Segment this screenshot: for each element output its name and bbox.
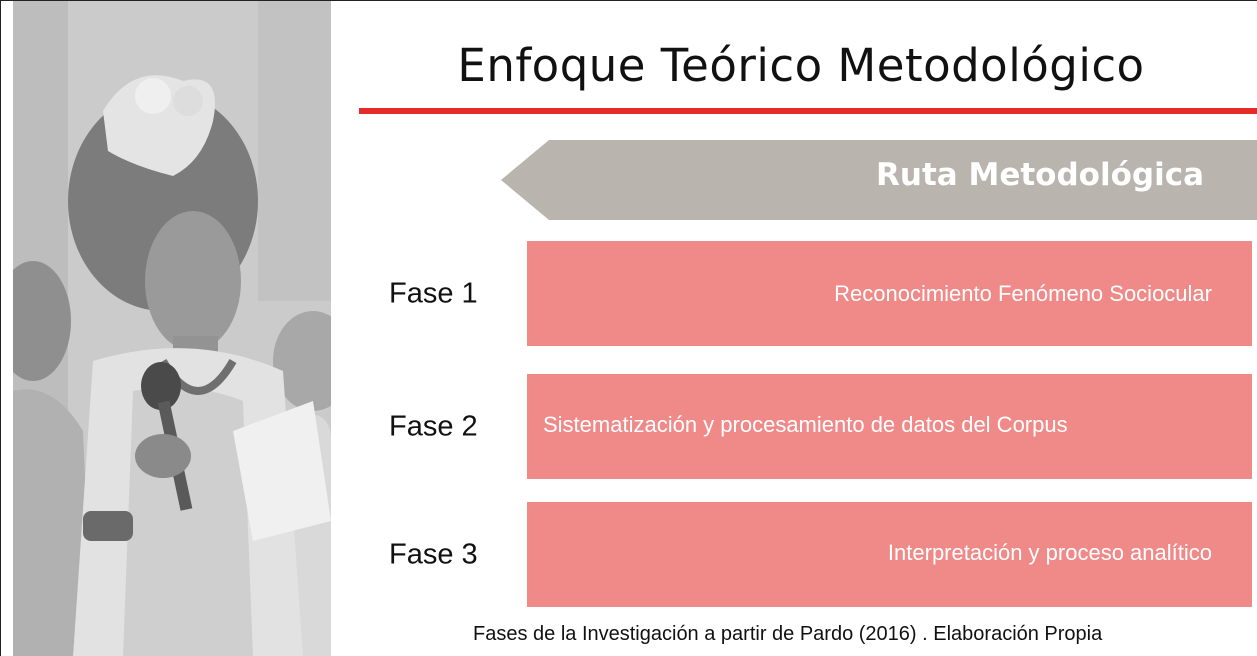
route-banner: Ruta Metodológica bbox=[501, 140, 1257, 220]
title-underline bbox=[359, 108, 1257, 114]
phase-row-3: Fase 3 Interpretación y proceso analític… bbox=[381, 502, 1257, 607]
phase-box: Interpretación y proceso analítico bbox=[527, 502, 1252, 607]
phase-row-1: Fase 1 Reconocimiento Fenómeno Sociocula… bbox=[381, 241, 1257, 346]
phase-box: Sistematización y procesamiento de datos… bbox=[527, 374, 1252, 479]
figure-caption: Fases de la Investigación a partir de Pa… bbox=[473, 623, 1103, 645]
phase-label: Fase 2 bbox=[389, 410, 478, 442]
speaker-photo bbox=[13, 1, 331, 656]
phase-box: Reconocimiento Fenómeno Sociocular bbox=[527, 241, 1252, 346]
phase-label: Fase 3 bbox=[389, 538, 478, 570]
phase-text: Interpretación y proceso analítico bbox=[887, 540, 1212, 565]
left-arrow-banner-shape bbox=[501, 140, 1257, 220]
phase-text: Reconocimiento Fenómeno Sociocular bbox=[834, 281, 1212, 306]
phase-label: Fase 1 bbox=[389, 277, 478, 309]
route-label: Ruta Metodológica bbox=[876, 157, 1204, 193]
photo-illustration bbox=[13, 1, 331, 656]
phase-row-2: Fase 2 Sistematización y procesamiento d… bbox=[381, 374, 1257, 479]
slide-title: Enfoque Teórico Metodológico bbox=[457, 39, 1145, 92]
phase-text: Sistematización y procesamiento de datos… bbox=[543, 412, 1068, 437]
